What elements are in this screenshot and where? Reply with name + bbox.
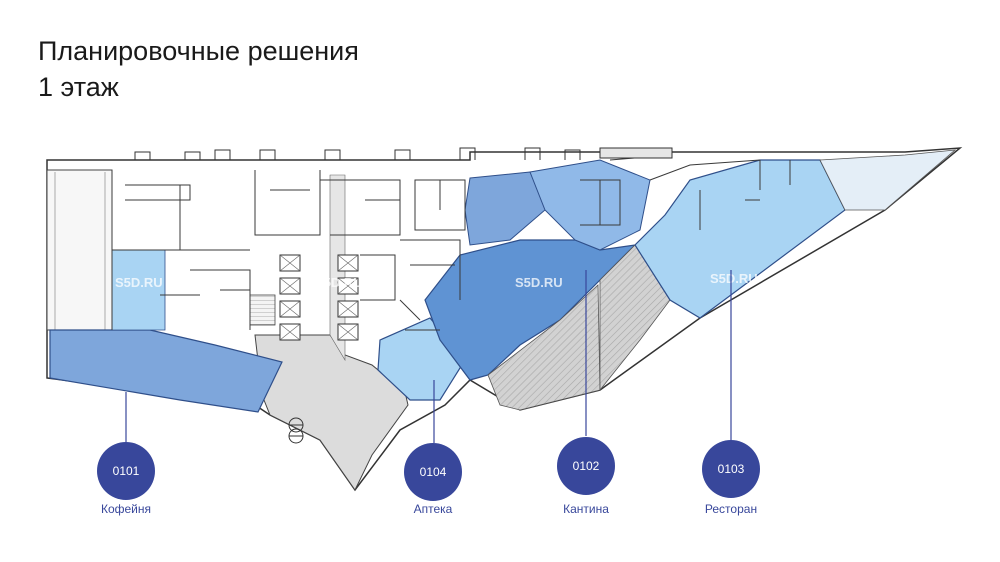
entrance-doors xyxy=(288,417,304,444)
leader-lines xyxy=(125,270,732,443)
unit-label-0104: Аптека xyxy=(413,502,453,516)
unit-label-0102: Кантина xyxy=(563,502,609,516)
unit-0101-area xyxy=(49,329,283,413)
unit-marker-0103-id: 0103 xyxy=(717,462,745,476)
unit-marker-0103[interactable]: 0103 xyxy=(702,440,760,498)
watermarks: S5D.RU S5D.RU S5D.RU S5D.RU xyxy=(115,271,758,290)
stairs xyxy=(249,294,276,326)
interior-walls xyxy=(111,154,791,331)
watermark-3: S5D.RU xyxy=(515,275,563,290)
page-title: Планировочные решения 1 этаж xyxy=(38,33,359,105)
left-facade-zone xyxy=(46,169,113,331)
unit-marker-0101-id: 0101 xyxy=(112,464,140,478)
unit-0103-strip xyxy=(819,149,957,211)
watermark-2: S5D.RU xyxy=(315,275,363,290)
hatched-area-mid xyxy=(599,244,671,392)
unit-0101-annex xyxy=(111,249,166,331)
watermark-4: S5D.RU xyxy=(710,271,758,286)
unit-marker-0102[interactable]: 0102 xyxy=(557,437,615,495)
unit-marker-0102-id: 0102 xyxy=(572,459,600,473)
unit-marker-0104[interactable]: 0104 xyxy=(404,443,462,501)
elevator-block xyxy=(279,254,359,341)
unit-label-0101: Кофейня xyxy=(100,502,152,516)
watermark-1: S5D.RU xyxy=(115,275,163,290)
unit-marker-0101[interactable]: 0101 xyxy=(97,442,155,500)
title-line-1: Планировочные решения xyxy=(38,36,359,66)
title-line-2: 1 этаж xyxy=(38,72,119,102)
top-facade-details xyxy=(134,147,673,160)
unit-marker-0104-id: 0104 xyxy=(419,465,447,479)
unit-label-0103: Ресторан xyxy=(704,502,758,516)
